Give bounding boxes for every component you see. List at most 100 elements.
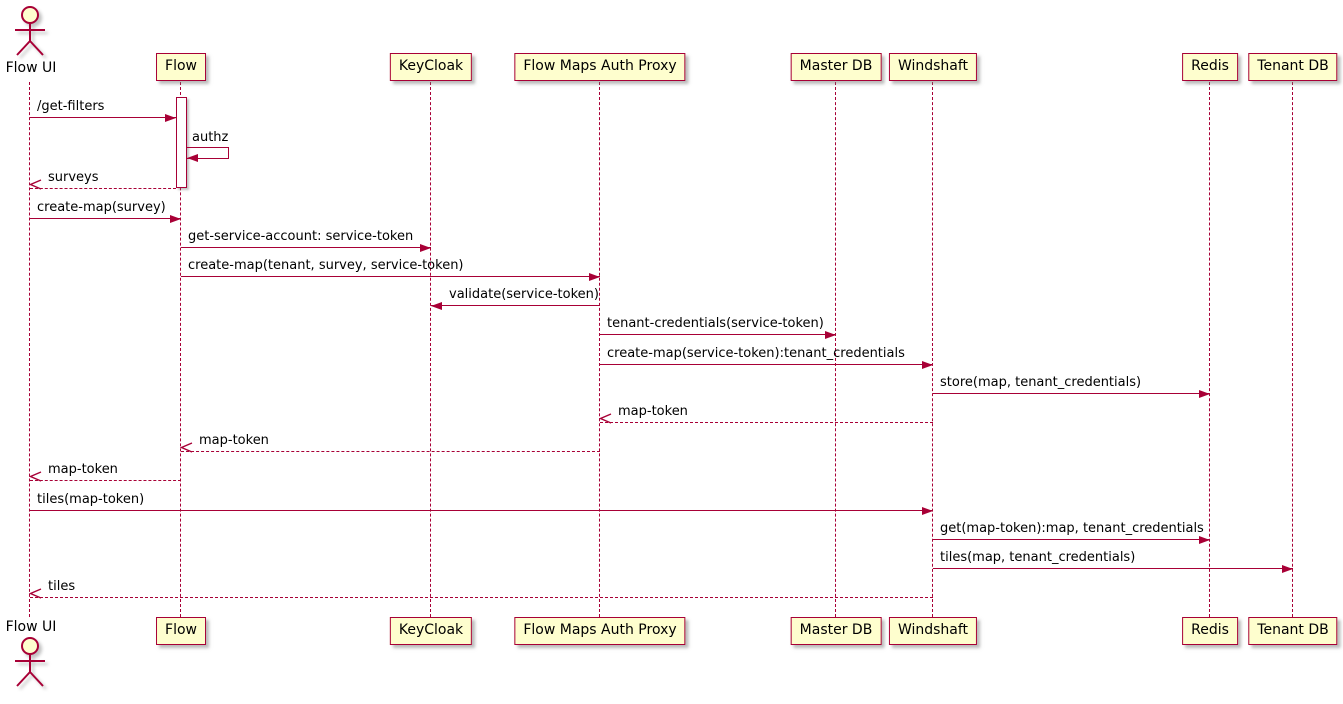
activation-bar-flow xyxy=(176,97,187,188)
actor-label-flow-ui: Flow UI xyxy=(5,60,57,76)
message-line xyxy=(30,597,933,598)
message-1: /get-filters xyxy=(30,98,176,122)
message-label: authz xyxy=(192,130,229,145)
arrowhead-icon xyxy=(922,361,933,369)
arrowhead-icon xyxy=(28,179,42,190)
message-line xyxy=(933,568,1293,569)
arrowhead-icon xyxy=(179,442,193,453)
message-10: store(map, tenant_credentials) xyxy=(933,374,1210,398)
actor-icon xyxy=(15,637,45,687)
arrowhead-icon xyxy=(187,154,198,162)
message-line xyxy=(933,539,1210,540)
message-17: tiles xyxy=(28,578,933,599)
message-line xyxy=(30,188,176,189)
message-line xyxy=(600,334,836,335)
participant-box-redis: Redis xyxy=(1182,53,1238,81)
message-label: tenant-credentials(service-token) xyxy=(607,316,824,331)
message-label: create-map(tenant, survey, service-token… xyxy=(188,258,464,273)
message-label: create-map(service-token):tenant_credent… xyxy=(607,346,905,361)
message-label: tiles(map-token) xyxy=(37,492,145,507)
message-9: create-map(service-token):tenant_credent… xyxy=(600,345,933,369)
actor-figure-flow-ui xyxy=(10,5,50,57)
message-15: get(map-token):map, tenant_credentials xyxy=(933,520,1210,544)
message-3: surveys xyxy=(28,169,176,190)
message-line xyxy=(600,422,933,423)
arrowhead-icon xyxy=(165,114,176,122)
message-label: create-map(survey) xyxy=(37,200,166,215)
message-line xyxy=(30,117,176,118)
participant-box-keycloak-bottom: KeyCloak xyxy=(389,617,473,645)
message-line xyxy=(30,510,933,511)
message-label: tiles xyxy=(48,579,76,594)
message-line xyxy=(30,218,181,219)
lifeline-tenant-db xyxy=(1292,82,1293,617)
arrowhead-icon xyxy=(28,175,42,194)
message-5: get-service-account: service-token xyxy=(181,228,431,252)
message-label: validate(service-token) xyxy=(449,287,599,302)
arrowhead-icon xyxy=(1199,390,1210,398)
arrowhead-icon xyxy=(922,507,933,515)
participant-box-windshaft-bottom: Windshaft xyxy=(888,617,978,645)
participant-box-redis-bottom: Redis xyxy=(1182,617,1238,645)
message-12: map-token xyxy=(179,432,600,453)
arrowhead-icon xyxy=(431,302,442,310)
participant-box-tenant-db: Tenant DB xyxy=(1248,53,1338,81)
arrowhead-icon xyxy=(28,471,42,482)
message-13: map-token xyxy=(28,461,181,482)
message-11: map-token xyxy=(598,403,933,424)
arrowhead-icon xyxy=(420,244,431,252)
lifeline-redis xyxy=(1209,82,1210,617)
actor-figure-flow-ui-bottom xyxy=(10,636,50,688)
participant-box-flow-bottom: Flow xyxy=(156,617,206,645)
message-16: tiles(map, tenant_credentials) xyxy=(933,549,1293,573)
arrowhead-icon xyxy=(179,438,193,457)
participant-box-flow-maps-auth-proxy-bottom: Flow Maps Auth Proxy xyxy=(514,617,686,645)
arrowhead-icon xyxy=(28,588,42,599)
message-line xyxy=(181,451,600,452)
arrowhead-icon xyxy=(825,331,836,339)
message-label: surveys xyxy=(48,170,99,185)
lifeline-flow-ui xyxy=(29,82,30,617)
message-line xyxy=(181,247,431,248)
lifeline-windshaft xyxy=(932,82,933,617)
arrowhead-icon xyxy=(1282,565,1293,573)
message-14: tiles(map-token) xyxy=(30,491,933,515)
message-line xyxy=(30,480,181,481)
message-label: get(map-token):map, tenant_credentials xyxy=(940,521,1204,536)
participant-box-master-db-bottom: Master DB xyxy=(790,617,882,645)
actor-label-flow-ui-bottom: Flow UI xyxy=(5,619,57,635)
message-6: create-map(tenant, survey, service-token… xyxy=(181,257,600,281)
message-self-flow: authz xyxy=(187,130,229,162)
message-line xyxy=(431,305,600,306)
message-label: map-token xyxy=(618,404,688,419)
arrowhead-icon xyxy=(28,584,42,603)
message-label: get-service-account: service-token xyxy=(188,229,414,244)
arrowhead-icon xyxy=(28,467,42,486)
message-label: store(map, tenant_credentials) xyxy=(940,375,1142,390)
arrowhead-icon xyxy=(589,273,600,281)
message-label: /get-filters xyxy=(37,99,105,114)
lifeline-flow-maps-auth-proxy xyxy=(599,82,600,617)
lifeline-flow xyxy=(180,82,181,617)
message-line xyxy=(933,393,1210,394)
participant-box-flow: Flow xyxy=(156,53,206,81)
participant-box-master-db: Master DB xyxy=(790,53,882,81)
message-8: tenant-credentials(service-token) xyxy=(600,315,836,339)
message-label: tiles(map, tenant_credentials) xyxy=(940,550,1136,565)
message-label: map-token xyxy=(48,462,118,477)
actor-icon xyxy=(15,6,45,56)
participant-box-tenant-db-bottom: Tenant DB xyxy=(1248,617,1338,645)
participant-box-windshaft: Windshaft xyxy=(888,53,978,81)
lifeline-keycloak xyxy=(430,82,431,617)
participant-box-keycloak: KeyCloak xyxy=(389,53,473,81)
message-7: validate(service-token) xyxy=(431,286,600,310)
message-4: create-map(survey) xyxy=(30,199,181,223)
arrowhead-icon xyxy=(170,215,181,223)
participant-box-flow-maps-auth-proxy: Flow Maps Auth Proxy xyxy=(514,53,686,81)
message-label: map-token xyxy=(199,433,269,448)
message-line xyxy=(600,364,933,365)
message-line xyxy=(181,276,600,277)
arrowhead-icon xyxy=(598,409,612,428)
arrowhead-icon xyxy=(598,413,612,424)
